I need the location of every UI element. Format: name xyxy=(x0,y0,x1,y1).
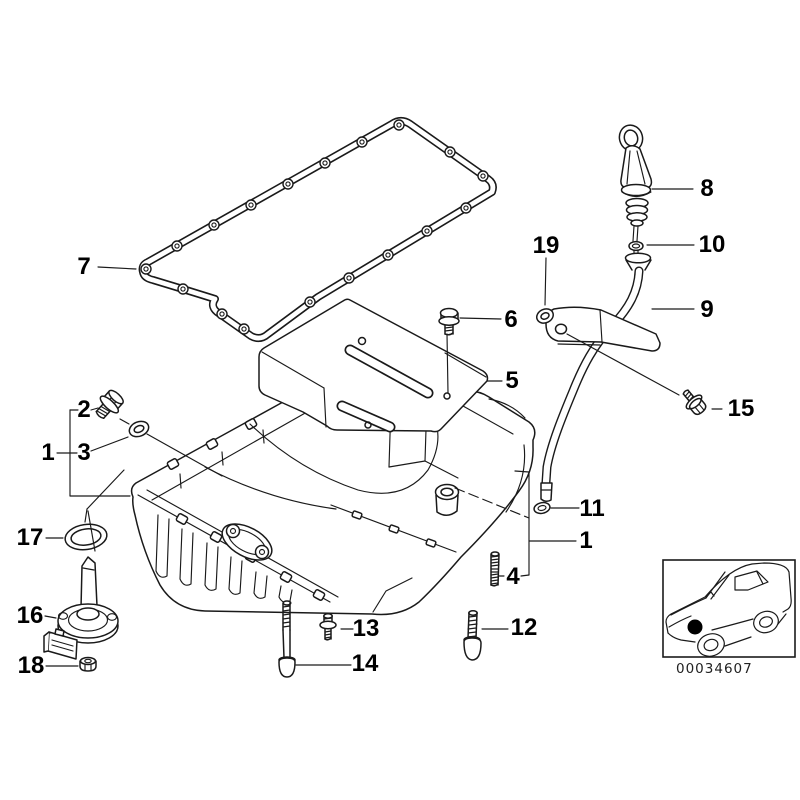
callout-8: 8 xyxy=(700,175,714,202)
callout-16: 16 xyxy=(16,602,44,629)
callout-14: 14 xyxy=(351,650,379,677)
bolt-6-drawing xyxy=(438,307,460,336)
tube-washer-drawing xyxy=(533,501,551,515)
location-dot xyxy=(687,619,703,635)
dipstick-o-ring-drawing xyxy=(628,240,644,252)
callout-2: 2 xyxy=(77,396,91,423)
callout-13: 13 xyxy=(352,615,380,642)
leader-lines xyxy=(44,188,723,667)
callout-19: 19 xyxy=(532,232,560,259)
callout-4: 4 xyxy=(506,563,520,590)
gasket-bolt-holes xyxy=(140,119,489,335)
car-outline xyxy=(665,562,792,657)
baffle-plate-drawing xyxy=(258,298,489,433)
callout-1: 1 xyxy=(41,439,55,466)
callout-5: 5 xyxy=(505,367,519,394)
callout-18: 18 xyxy=(17,652,45,679)
sensor-o-ring-drawing xyxy=(64,523,108,551)
drain-plug-drawing xyxy=(95,389,124,420)
drain-plug-washer-drawing xyxy=(128,420,150,438)
pan-oval-port xyxy=(221,523,273,561)
oil-level-sensor-drawing xyxy=(43,556,119,660)
guide-tube-drawing xyxy=(540,250,661,503)
car-location-thumbnail xyxy=(662,559,796,658)
callout-7: 7 xyxy=(77,253,91,280)
callout-1: 1 xyxy=(579,527,593,554)
diagram-code: 00034607 xyxy=(676,661,753,677)
callout-11: 11 xyxy=(579,495,605,522)
callout-6: 6 xyxy=(504,306,518,333)
callout-12: 12 xyxy=(510,614,538,641)
bolt-15-drawing xyxy=(682,389,707,416)
callout-10: 10 xyxy=(698,231,726,258)
callout-17: 17 xyxy=(16,524,44,551)
gasket-drawing xyxy=(138,117,497,343)
washer-19-drawing xyxy=(536,308,554,324)
bolt-13-drawing xyxy=(319,613,337,641)
bolt-14-drawing xyxy=(278,600,296,678)
callout-15: 15 xyxy=(727,395,755,422)
pan-bolt-boss xyxy=(434,483,460,516)
dipstick-drawing xyxy=(618,124,653,242)
callout-3: 3 xyxy=(77,439,91,466)
stud-4-drawing xyxy=(490,551,500,587)
sensor-nut-drawing xyxy=(79,656,97,672)
bolt-12-drawing xyxy=(463,610,482,661)
callout-9: 9 xyxy=(700,296,714,323)
